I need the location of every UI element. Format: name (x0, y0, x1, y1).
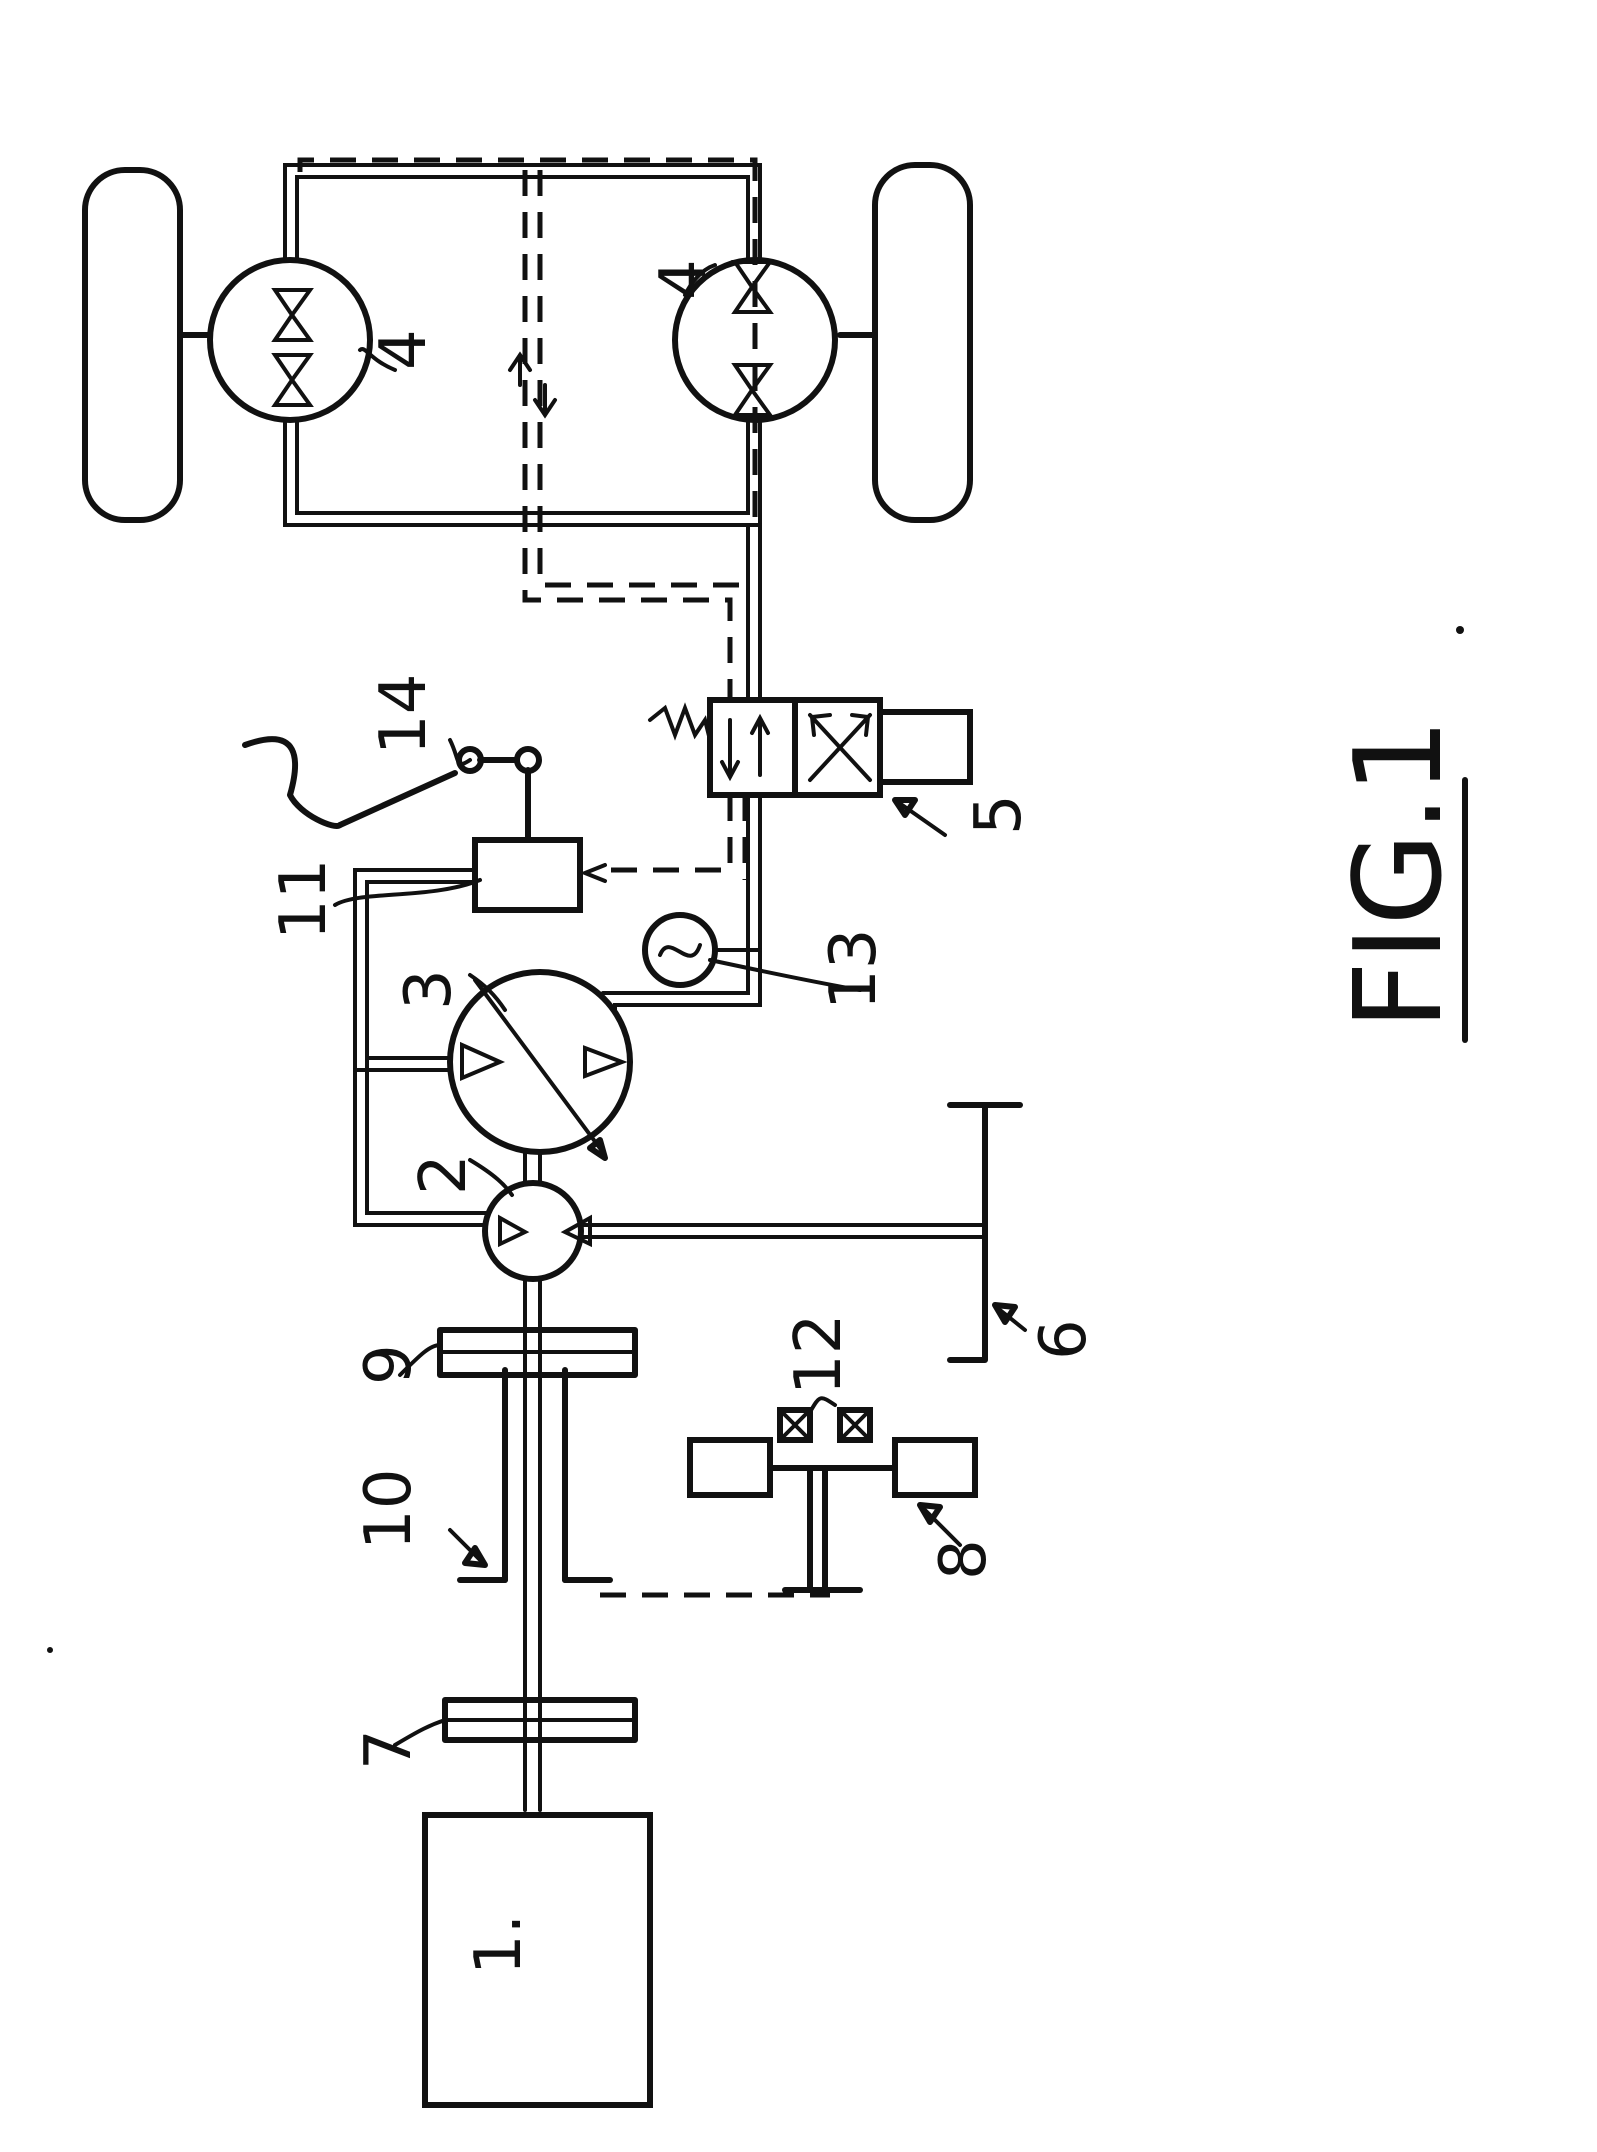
gauge-13 (645, 915, 760, 985)
label-controller-11: 11 (267, 859, 341, 940)
label-pedal-14: 14 (367, 674, 441, 755)
gearbox-10 (460, 1370, 610, 1580)
figure-caption-group: FIG.1 (1330, 718, 1469, 1040)
scan-speck (1456, 626, 1464, 634)
reservoir-6 (950, 1105, 1020, 1360)
valve-5 (650, 700, 970, 795)
label-unit-8: 8 (927, 1539, 1001, 1580)
label-wheel-motor-upper: 4 (367, 329, 441, 370)
figure-caption: FIG.1 (1330, 718, 1469, 1030)
label-gauge-13: 13 (817, 929, 891, 1010)
wheel-motor-upper (210, 260, 370, 420)
controller-11 (475, 840, 605, 910)
scan-speck (47, 1647, 53, 1653)
wheel-upper (85, 170, 210, 520)
label-reservoir: 6 (1027, 1319, 1101, 1360)
label-valve: 5 (962, 794, 1036, 835)
label-coupling-9: 9 (352, 1344, 426, 1385)
charge-pump-2 (485, 1183, 590, 1279)
coupling-9 (440, 1330, 635, 1375)
main-pump-3 (450, 972, 630, 1158)
sensor-12 (780, 1410, 870, 1440)
engine-1 (425, 1815, 650, 2105)
drive-shaft (525, 1280, 540, 1810)
label-main-pump: 3 (392, 969, 466, 1010)
label-sensor-12: 12 (782, 1314, 856, 1395)
wheel-lower (840, 165, 970, 520)
label-engine: 1. (462, 1914, 536, 1975)
label-gearbox-10: 10 (352, 1469, 426, 1550)
